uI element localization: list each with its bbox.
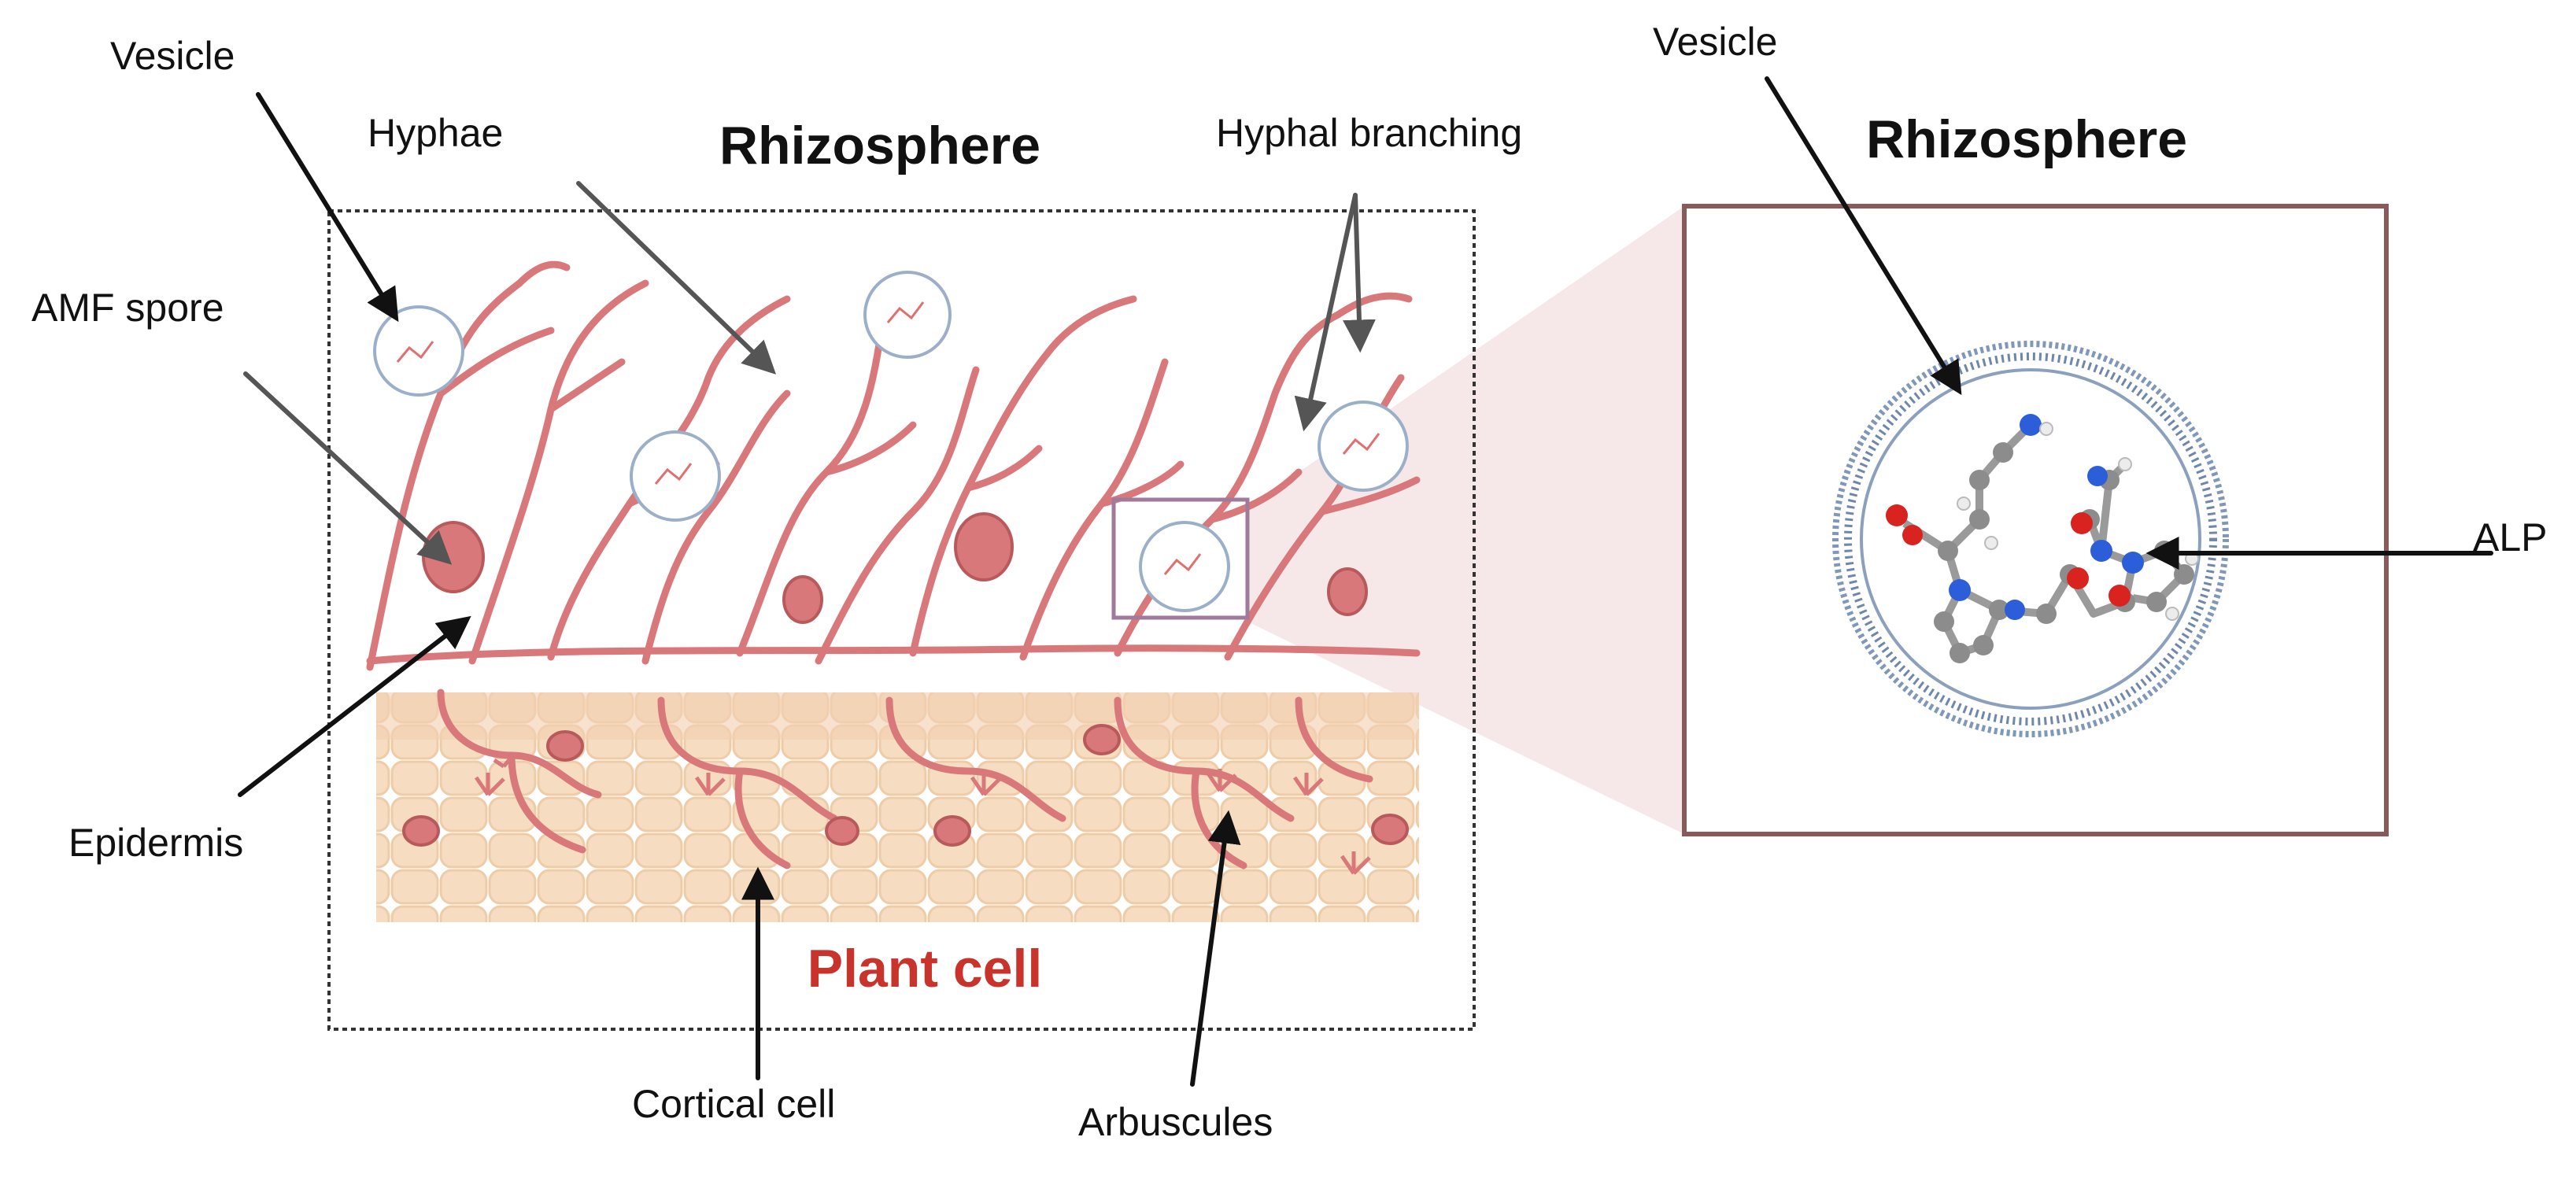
root-vesicle [1371,814,1409,845]
left-panel: Rhizosphere Plant cell [327,116,1476,1031]
arrow-vesicle-right [1765,76,1962,396]
small-vesicle [373,305,464,397]
arrow-hyphae [576,181,777,375]
label-epidermis: Epidermis [68,821,243,865]
root-vesicle [825,816,859,846]
label-alp: ALP [2473,515,2548,559]
arrow-arbuscules [1190,810,1241,1087]
arrow-hyphal-branching-1 [1294,193,1358,432]
zoom-cone [1247,206,1684,834]
zoom-selection-box [1111,497,1250,620]
label-vesicle-right: Vesicle [1653,20,1777,64]
small-vesicles [373,271,1409,612]
label-hyphae: Hyphae [368,111,503,155]
label-cortical-cell: Cortical cell [632,1082,835,1126]
amf-spores [402,512,1409,847]
root-vesicle [933,815,971,847]
arrows [238,76,2493,1087]
amf-spore [954,512,1014,581]
arrow-amf-spore [243,371,453,565]
arbuscules [474,755,1371,875]
amf-spore [782,575,823,624]
left-panel-title: Rhizosphere [719,116,1040,175]
root-vesicle [546,730,584,762]
amf-spore [1327,567,1368,616]
label-arbuscules: Arbuscules [1078,1100,1273,1144]
labels: Vesicle Hyphae Hyphal branching AMF spor… [31,20,2548,1144]
root-tissue [376,692,1419,922]
right-panel: Rhizosphere [1682,109,2389,836]
arrow-vesicle-left [256,92,399,323]
arrow-epidermis [238,615,471,797]
root-vesicle [1083,724,1121,755]
arrow-hyphal-branching-2 [1342,193,1376,353]
vesicle-large [1832,341,2229,737]
root-vesicle [402,815,440,847]
left-panel-frame [327,209,1476,1031]
plant-cell-label: Plant cell [808,939,1043,999]
label-hyphal-branching: Hyphal branching [1216,111,1522,155]
right-panel-title: Rhizosphere [1866,109,2187,169]
label-amf-spore: AMF spore [31,286,224,330]
amf-spore [422,521,485,593]
label-vesicle-left: Vesicle [110,34,235,78]
